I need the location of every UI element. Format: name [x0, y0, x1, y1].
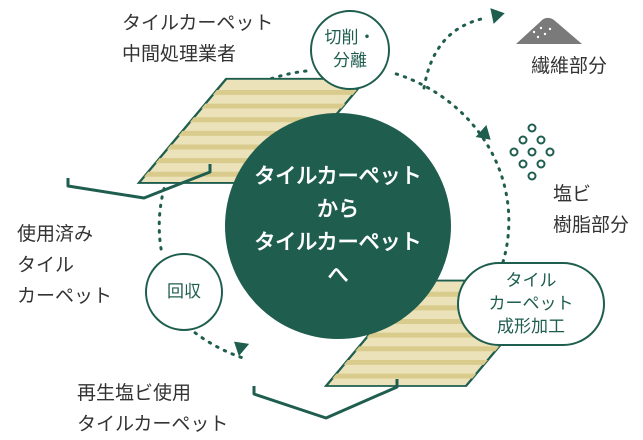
node-label: カーペット	[488, 293, 574, 314]
recycled-carpet-label: 再生塩ビ使用 タイルカーペット	[77, 378, 228, 440]
label-line: 繊維部分	[531, 55, 608, 77]
molding-process-node: タイル カーペット 成形加工	[457, 262, 605, 346]
arrow-icon	[475, 125, 491, 140]
processor-label: タイルカーペット 中間処理業者	[122, 8, 273, 70]
label-line: カーペット	[17, 285, 113, 307]
fiber-label: 繊維部分	[531, 51, 607, 82]
center-line: から	[317, 197, 359, 221]
branch-path	[422, 16, 488, 90]
label-line: 中間処理業者	[122, 43, 237, 65]
cutting-separation-node: 切削・ 分離	[310, 10, 390, 90]
label-line: 樹脂部分	[553, 214, 630, 236]
label-line: タイルカーペット	[77, 413, 229, 435]
center-line: タイルカーペット	[254, 164, 422, 188]
pvc-pellets-icon	[509, 123, 555, 181]
node-label: 分離	[333, 51, 367, 71]
label-line: 使用済み	[17, 223, 94, 245]
arrow-icon	[234, 341, 250, 357]
label-line: タイル	[17, 254, 75, 276]
node-label: 回収	[167, 281, 201, 302]
label-line: タイルカーペット	[122, 12, 274, 34]
arrow-icon	[490, 8, 505, 24]
node-label: 成形加工	[497, 316, 565, 337]
label-line: 塩ビ	[553, 183, 592, 205]
used-carpet-label: 使用済み タイル カーペット	[17, 219, 112, 312]
label-line: 再生塩ビ使用	[77, 382, 192, 404]
center-line: へ	[327, 263, 349, 287]
node-label: タイル	[505, 270, 557, 291]
cycle-path	[388, 70, 511, 264]
node-label: 切削・	[324, 28, 376, 48]
center-circle: タイルカーペット から タイルカーペット へ	[225, 113, 451, 339]
pvc-label: 塩ビ 樹脂部分	[553, 179, 629, 241]
fiber-pile-icon	[516, 17, 582, 44]
cycle-path	[174, 314, 248, 361]
collection-node: 回収	[145, 253, 223, 331]
center-line: タイルカーペット	[254, 230, 422, 254]
